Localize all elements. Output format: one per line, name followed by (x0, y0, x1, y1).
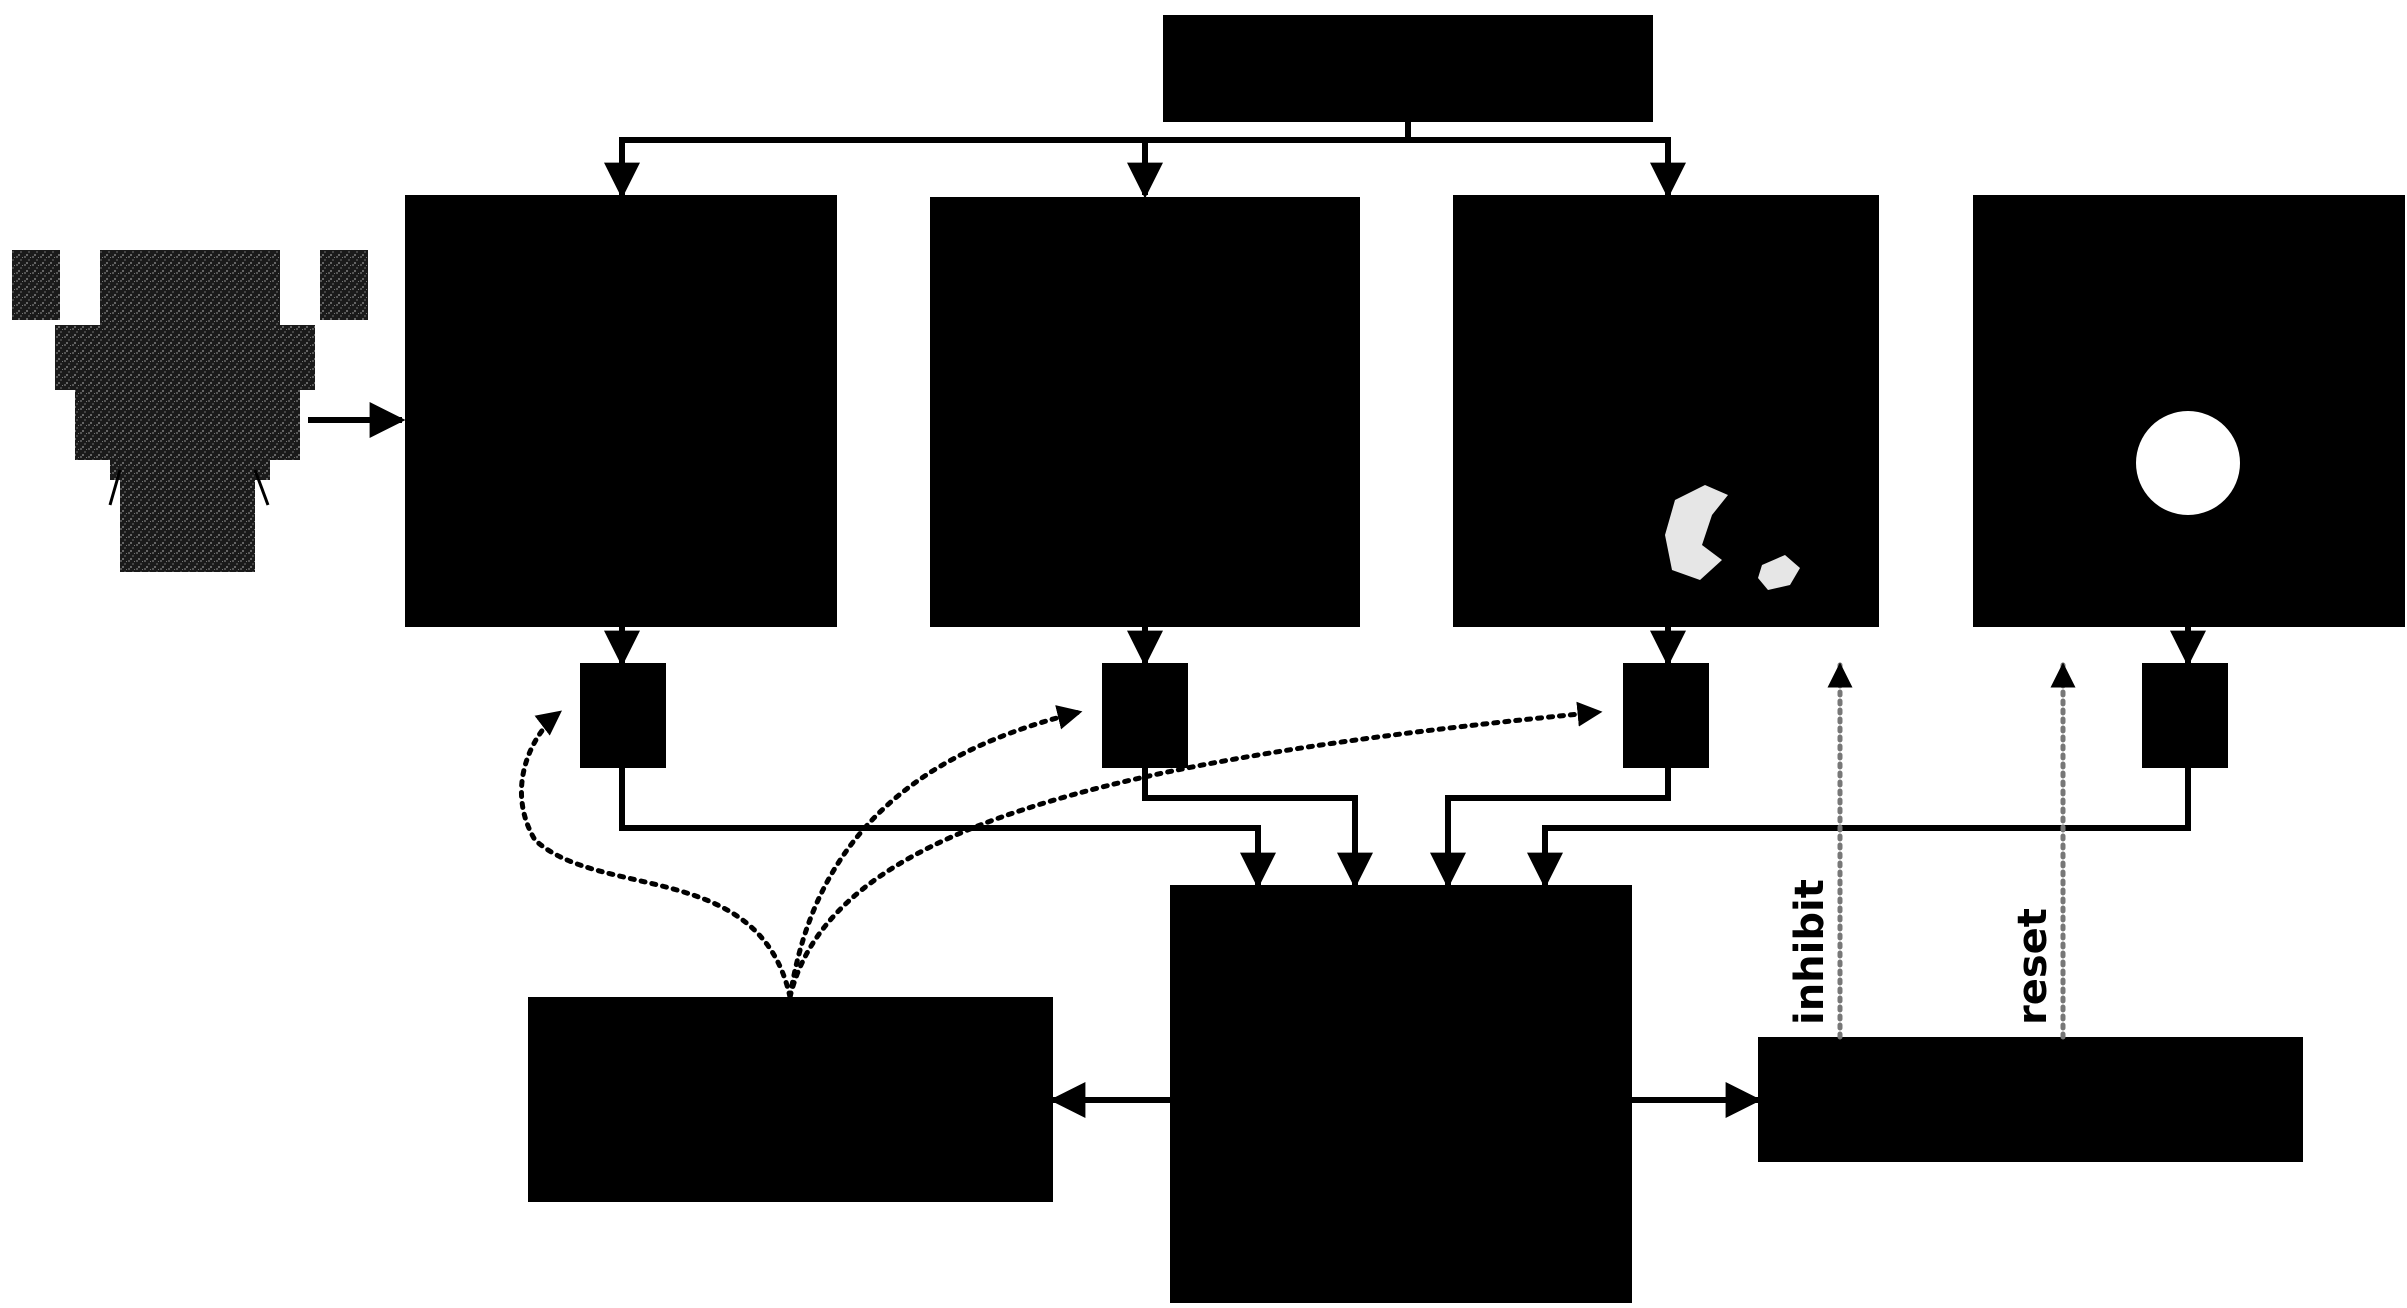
map-panel-4 (1973, 195, 2405, 627)
inhibit-label: inhibit (1787, 879, 1833, 1025)
top-control-block (1163, 15, 1653, 122)
reset-signal: reset (2010, 662, 2076, 1040)
input-image (12, 250, 368, 572)
inhibit-signal: inhibit (1787, 662, 1853, 1040)
weight-node-1 (580, 663, 666, 768)
activity-blob-large (1665, 485, 1728, 580)
top-distribution-bus (604, 122, 1686, 199)
map-panel-3 (1453, 195, 1879, 627)
weight-node-4 (2142, 663, 2228, 768)
activity-blob-small (1758, 555, 1800, 590)
reset-label: reset (2010, 908, 2056, 1025)
weight-node-2 (1102, 663, 1188, 768)
central-block (1170, 885, 1632, 1303)
map-panel-2 (930, 197, 1360, 627)
node-to-center-wires (619, 768, 2191, 889)
left-block (528, 997, 1053, 1202)
feedback-curves (518, 701, 1603, 1000)
right-block (1758, 1037, 2303, 1162)
weight-node-3 (1623, 663, 1709, 768)
focus-spot (2136, 411, 2240, 515)
panel-to-node-arrows (604, 627, 2206, 667)
map-panel-1 (405, 195, 837, 627)
